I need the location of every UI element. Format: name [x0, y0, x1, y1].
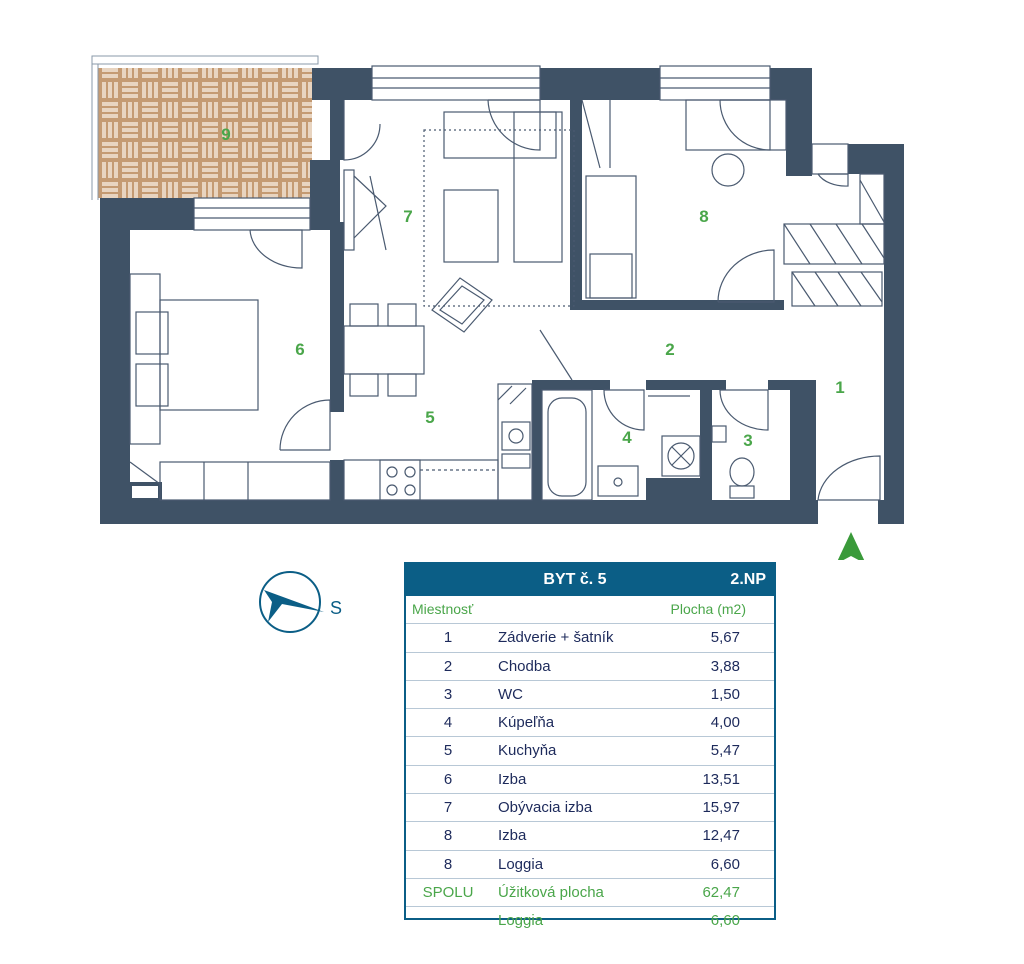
row-area: 1,50	[710, 685, 740, 703]
row-room-name: Izba	[498, 827, 527, 845]
apartment-info-table: BYT č. 5 2.NP Miestnosť Plocha (m2) 1 Zá…	[404, 562, 776, 929]
table-row: 7 Obývacia izba 15,97	[406, 794, 774, 823]
loggia-total-area: 6,60	[710, 912, 740, 930]
row-room-name: Zádverie + šatník	[498, 629, 614, 647]
compass-icon	[259, 571, 324, 633]
table-row: 8 Loggia 6,60	[406, 851, 774, 879]
column-header-row: Miestnosť Plocha (m2)	[406, 596, 774, 625]
room-number-8: 8	[699, 207, 708, 226]
row-area: 6,60	[710, 855, 740, 873]
total-area: 62,47	[702, 883, 740, 901]
row-area: 4,00	[710, 714, 740, 732]
row-room-name: Izba	[498, 770, 527, 788]
floor-plan: 9 7 8 6 2 1 5 4 3	[91, 55, 904, 560]
doors	[249, 99, 881, 501]
row-number: 1	[443, 629, 453, 647]
row-number: 4	[443, 714, 453, 732]
walls	[100, 68, 904, 524]
room-number-4: 4	[622, 428, 632, 447]
column-header-room: Miestnosť	[412, 601, 474, 617]
room-number-2: 2	[665, 340, 674, 359]
row-area: 12,47	[702, 827, 740, 845]
total-name: Úžitková plocha	[498, 883, 604, 901]
row-number: 8	[443, 827, 453, 845]
table-row: 3 WC 1,50	[406, 681, 774, 710]
table-row: 1 Zádverie + šatník 5,67	[406, 624, 774, 653]
table-row: 6 Izba 13,51	[406, 766, 774, 795]
row-room-name: Kúpeľňa	[498, 714, 555, 732]
room-number-9: 9	[221, 125, 230, 144]
north-arrow-icon	[837, 532, 865, 560]
room-number-6: 6	[295, 340, 304, 359]
table-row: 8 Izba 12,47	[406, 822, 774, 851]
row-area: 13,51	[702, 770, 740, 788]
room-number-5: 5	[425, 408, 434, 427]
loggia-room	[91, 55, 319, 200]
row-number: 2	[443, 657, 453, 675]
floor-label: 2.NP	[730, 571, 766, 588]
total-label: SPOLU	[422, 883, 474, 901]
row-area: 5,47	[710, 742, 740, 760]
loggia-total-row: Loggia 6,60	[406, 907, 774, 934]
windows	[193, 65, 849, 231]
row-area: 5,67	[710, 629, 740, 647]
table-row: 2 Chodba 3,88	[406, 653, 774, 681]
row-number: 7	[443, 799, 453, 817]
row-room-name: Kuchyňa	[498, 742, 557, 760]
apartment-title: BYT č. 5	[543, 571, 607, 588]
table-row: 5 Kuchyňa 5,47	[406, 737, 774, 766]
table-row: 4 Kúpeľňa 4,00	[406, 709, 774, 738]
row-room-name: Chodba	[498, 657, 551, 675]
room-number-7: 7	[403, 207, 412, 226]
total-row: SPOLU Úžitková plocha 62,47	[406, 879, 774, 908]
column-header-area: Plocha (m2)	[670, 601, 746, 617]
row-room-name: Obývacia izba	[498, 799, 593, 817]
row-room-name: Loggia	[498, 855, 544, 873]
compass-label: S	[330, 598, 343, 618]
room-number-3: 3	[743, 431, 752, 450]
table-header: BYT č. 5 2.NP	[406, 564, 774, 596]
loggia-total-name: Loggia	[498, 912, 544, 930]
row-number: 6	[443, 770, 453, 788]
room-number-1: 1	[835, 378, 844, 397]
row-number: 5	[443, 742, 453, 760]
row-area: 3,88	[710, 657, 740, 675]
row-number: 3	[443, 685, 453, 703]
furniture	[129, 99, 885, 501]
row-room-name: WC	[498, 685, 523, 703]
row-number: 8	[443, 855, 453, 873]
row-area: 15,97	[702, 799, 740, 817]
